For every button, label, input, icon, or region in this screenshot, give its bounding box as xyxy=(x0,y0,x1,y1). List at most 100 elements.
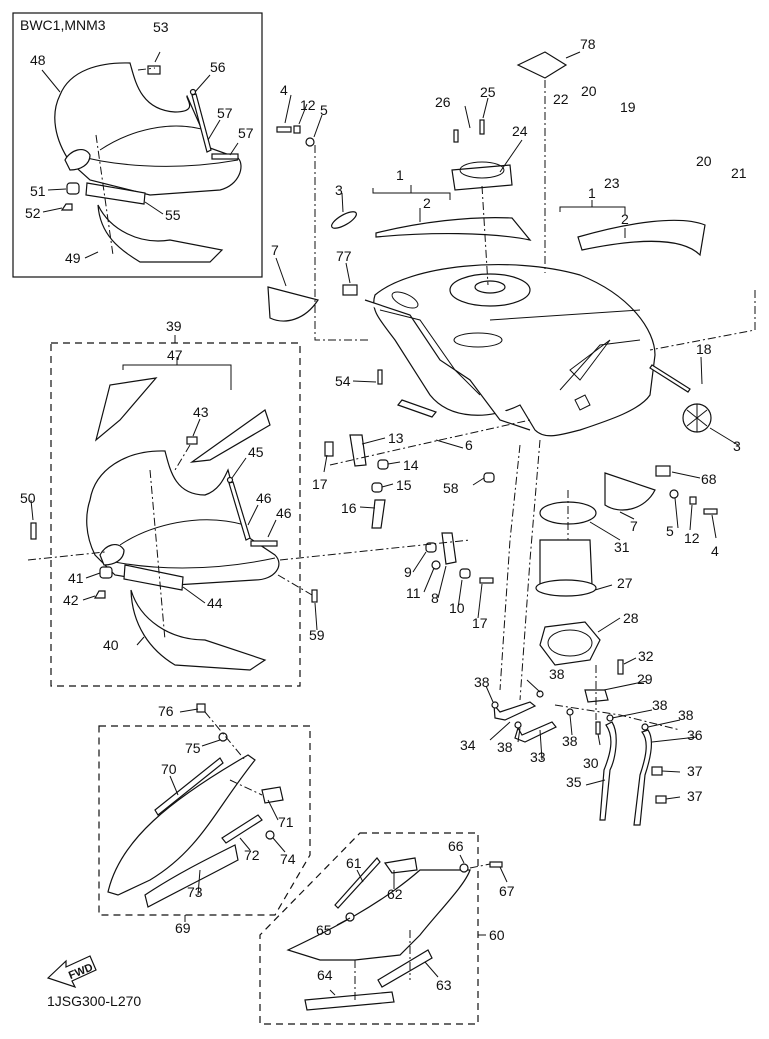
seal-strip-57b xyxy=(211,153,239,160)
callout-labels: 48 53 56 57 57 51 52 55 49 4 12 5 3 1 2 … xyxy=(20,19,747,993)
callout-5: 5 xyxy=(320,102,328,118)
callout-37: 37 xyxy=(687,763,703,779)
callout-68: 68 xyxy=(701,471,717,487)
washer-5b xyxy=(669,489,679,499)
callout-52: 52 xyxy=(25,205,41,221)
side-panel-left-frame xyxy=(98,725,311,916)
callout-66: 66 xyxy=(448,838,464,854)
callout-36: 36 xyxy=(687,727,703,743)
callout-12-b: 12 xyxy=(684,530,700,546)
callout-2-b: 2 xyxy=(621,211,629,227)
stripe-2a xyxy=(375,217,532,241)
callout-4: 4 xyxy=(280,82,288,98)
callout-54: 54 xyxy=(335,373,351,389)
bolt-26 xyxy=(453,129,459,143)
fwd-arrow-icon xyxy=(46,955,97,989)
pump-gasket-28 xyxy=(539,621,601,666)
front-cowl-40kit xyxy=(86,450,280,586)
callout-70: 70 xyxy=(161,761,177,777)
callout-53: 53 xyxy=(153,19,169,35)
callout-13: 13 xyxy=(388,430,404,446)
collar-52 xyxy=(60,203,73,211)
stripe-47a xyxy=(94,377,158,442)
fuel-pump-27 xyxy=(539,539,593,586)
callout-38-d: 38 xyxy=(562,733,578,749)
clamp-37a xyxy=(651,766,663,776)
callout-67: 67 xyxy=(499,883,515,899)
fuel-tank-group xyxy=(267,51,756,701)
callout-64: 64 xyxy=(317,967,333,983)
callout-5-b: 5 xyxy=(666,523,674,539)
fuel-pump-group xyxy=(485,539,698,826)
inset-cowling-group: BWC1,MNM3 xyxy=(12,12,263,278)
callout-61: 61 xyxy=(346,855,362,871)
callout-42: 42 xyxy=(63,592,79,608)
callout-15: 15 xyxy=(396,477,412,493)
bolt-17b xyxy=(479,577,494,584)
damper-51 xyxy=(66,182,80,195)
washer-5a xyxy=(305,137,315,147)
callout-3: 3 xyxy=(335,182,343,198)
collar-58 xyxy=(483,472,495,483)
callout-63: 63 xyxy=(436,977,452,993)
clip-38c xyxy=(514,721,522,729)
bolt-25 xyxy=(479,119,485,135)
callout-18: 18 xyxy=(696,341,712,357)
callout-17: 17 xyxy=(312,476,328,492)
callout-77: 77 xyxy=(336,248,352,264)
callout-8: 8 xyxy=(431,590,439,606)
bracket-16 xyxy=(371,499,386,529)
callout-9: 9 xyxy=(404,564,412,580)
seal-70 xyxy=(154,757,224,816)
damper-41 xyxy=(99,566,113,579)
bolt-18 xyxy=(649,364,691,393)
callout-22: 22 xyxy=(553,91,569,107)
side-panel-left-group xyxy=(98,703,311,922)
callout-4-b: 4 xyxy=(711,543,719,559)
damper-9 xyxy=(425,542,437,553)
callout-32: 32 xyxy=(638,648,654,664)
callout-73: 73 xyxy=(187,884,203,900)
callout-39: 39 xyxy=(166,318,182,334)
callout-23: 23 xyxy=(604,175,620,191)
callout-44: 44 xyxy=(207,595,223,611)
nut-76 xyxy=(196,703,206,713)
callout-3-b: 3 xyxy=(733,438,741,454)
callout-51: 51 xyxy=(30,183,46,199)
callout-55: 55 xyxy=(165,207,181,223)
callout-27: 27 xyxy=(617,575,633,591)
bracket-group xyxy=(279,419,531,619)
callout-49: 49 xyxy=(65,250,81,266)
clip-53 xyxy=(147,65,161,75)
clamp-37b xyxy=(655,795,667,804)
fwd-indicator: FWD xyxy=(46,955,97,989)
side-cover-60 xyxy=(286,869,471,961)
collar-10 xyxy=(459,568,471,579)
side-panel-right-group xyxy=(259,832,508,1025)
seal-46a xyxy=(228,481,251,541)
strip-63 xyxy=(377,949,433,988)
washer-66 xyxy=(459,863,469,873)
callout-71: 71 xyxy=(278,814,294,830)
under-cowl-49 xyxy=(97,204,224,263)
stay-8 xyxy=(441,532,457,565)
side-cover-7b xyxy=(604,472,656,511)
damper-71 xyxy=(261,786,284,804)
seal-3a xyxy=(331,211,357,229)
callout-38-e: 38 xyxy=(652,697,668,713)
pad-6 xyxy=(397,399,437,418)
callout-29: 29 xyxy=(637,671,653,687)
callout-38-b: 38 xyxy=(549,666,565,682)
bolt-4b xyxy=(703,508,718,515)
callout-1: 1 xyxy=(396,167,404,183)
callout-72: 72 xyxy=(244,847,260,863)
callout-25: 25 xyxy=(480,84,496,100)
callout-17-b: 17 xyxy=(472,615,488,631)
callout-41: 41 xyxy=(68,570,84,586)
callout-74: 74 xyxy=(280,851,296,867)
side-panel-right-frame xyxy=(259,832,479,1025)
damper-77 xyxy=(342,284,358,296)
under-cowl-40 xyxy=(130,589,267,671)
clip-38d xyxy=(566,708,574,716)
collar-15 xyxy=(371,482,383,493)
